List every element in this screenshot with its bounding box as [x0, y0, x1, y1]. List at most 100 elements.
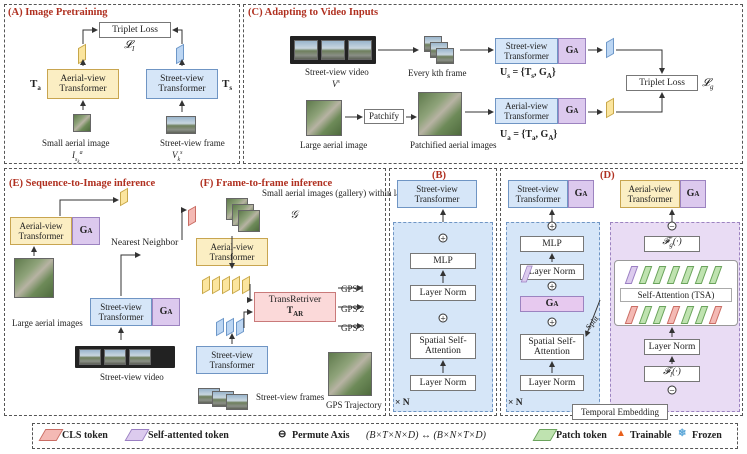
label-street-video-e: Street-view video — [100, 372, 164, 382]
tsa-top-tokens — [624, 266, 728, 284]
legend-patch: Patch token — [556, 430, 607, 441]
mlp-b: MLP — [410, 253, 476, 269]
svg-text:+: + — [549, 283, 555, 291]
legend-permute-icon: ⊖ — [278, 429, 287, 440]
legend-bar — [32, 423, 738, 449]
street-transformer-d: Street-view Transformer — [508, 180, 568, 208]
gps-2: GPS 2 — [341, 304, 365, 314]
label-gps-trajectory: GPS Trajectory — [326, 400, 382, 410]
svg-text:+: + — [549, 319, 555, 327]
street-transformer-c: Street-view Transformer — [495, 38, 558, 64]
patch-token — [652, 306, 667, 324]
patch-token — [708, 266, 723, 284]
label-street-video: Street-view video — [305, 67, 369, 77]
label-small-aerial: Small aerial image — [42, 138, 110, 148]
patch-token — [680, 266, 695, 284]
street-transformer-f: Street-view Transformer — [196, 346, 268, 374]
label-vs: Vs — [332, 79, 340, 89]
layer-norm-d2: Layer Norm — [520, 375, 584, 391]
street-frames-f — [226, 394, 248, 410]
loss-l-i: 𝓛I — [124, 39, 135, 54]
legend-frozen: Frozen — [692, 430, 722, 441]
nearest-neighbor: Nearest Neighbor — [111, 238, 179, 248]
cls-token — [666, 306, 681, 324]
xn-b: × N — [395, 398, 410, 408]
label-gallery: Small aerial images (gallery) within lar… — [262, 188, 437, 198]
street-transformer-e: Street-view Transformer — [90, 298, 152, 326]
legend-permute: Permute Axis — [292, 430, 350, 441]
loss-l-g: 𝓛g — [702, 77, 714, 92]
gps-1: GPS 1 — [341, 284, 365, 294]
patch-token — [694, 306, 709, 324]
tsa-box: Self-Attention (TSA) — [620, 288, 732, 302]
gallery-images — [238, 210, 260, 232]
video-frame-e — [129, 349, 151, 365]
label-street-frame: Street-view frame — [160, 138, 225, 148]
spatial-sa-d: Spatial Self-Attention — [520, 334, 584, 360]
kth-frame — [436, 48, 454, 64]
gps-trajectory-image — [328, 352, 372, 396]
triplet-loss-a: Triplet Loss — [99, 22, 171, 38]
panel-b-title: (B) — [432, 170, 446, 181]
spatial-sa-b: Spatial Self-Attention — [410, 333, 476, 359]
label-every-k: Every kth frame — [408, 68, 467, 78]
temporal-embedding: Temporal Embedding — [572, 404, 668, 420]
aerial-transformer-e: Aerial-view Transformer — [10, 217, 72, 245]
legend-self: Self-attented token — [148, 430, 229, 441]
video-frame — [321, 40, 345, 60]
frozen-icon: ❄ — [678, 428, 687, 439]
video-frame — [348, 40, 372, 60]
mlp-d: MLP — [520, 236, 584, 252]
label-us: Us = {Ts, GA} — [500, 67, 556, 81]
tsa-bottom-tokens — [624, 306, 728, 324]
video-frame-e — [79, 349, 101, 365]
video-frame — [294, 40, 318, 60]
panel-b — [389, 168, 497, 416]
street-transformer-b: Street-view Transformer — [397, 180, 477, 208]
patch-token — [638, 266, 653, 284]
panel-d-title: (D) — [600, 170, 615, 181]
label-large-aerial-e: Large aerial images — [12, 318, 83, 328]
patch-token — [694, 266, 709, 284]
panel-a — [4, 4, 240, 164]
panel-c — [243, 4, 743, 164]
label-large-aerial: Large aerial image — [300, 140, 368, 150]
patch-token — [666, 266, 681, 284]
patch-token — [652, 266, 667, 284]
layer-norm-d1: Layer Norm — [520, 264, 584, 280]
panel-a-title: (A) Image Pretraining — [8, 7, 108, 18]
xn-d: × N — [508, 398, 523, 408]
label-vk: Vks — [172, 150, 183, 163]
cls-token — [708, 306, 723, 324]
large-aerial-images-e — [14, 258, 54, 298]
patch-token — [638, 306, 653, 324]
fg-box: 𝓕g(·) — [644, 236, 700, 252]
triplet-loss-c: Triplet Loss — [626, 75, 698, 91]
svg-text:+: + — [440, 315, 446, 323]
legend-permute-expr: (B×T×N×D) ↔ (B×N×T×D) — [366, 430, 486, 441]
aerial-transformer-c: Aerial-view Transformer — [495, 98, 558, 124]
layer-norm-b1: Layer Norm — [410, 285, 476, 301]
panel-e-title: (E) Sequence-to-Image inference — [9, 178, 156, 189]
patch-token — [680, 306, 695, 324]
layer-norm-d3: Layer Norm — [644, 339, 700, 355]
panel-f-title: (F) Frame-to-frame inference — [200, 178, 333, 189]
patchified-images — [418, 92, 462, 136]
street-transformer-a: Street-view Transformer — [146, 69, 218, 99]
label-gallery-sym: 𝒢 — [290, 209, 298, 221]
label-ua: Ua = {Ta, GA} — [500, 129, 558, 143]
large-aerial-image — [306, 100, 342, 136]
patchify-box: Patchify — [364, 109, 404, 124]
svg-text:+: + — [440, 235, 446, 243]
trainable-icon: ▲ — [616, 428, 626, 439]
label-ts: Ts — [222, 78, 233, 93]
panel-c-title: (C) Adapting to Video Inputs — [248, 7, 379, 18]
